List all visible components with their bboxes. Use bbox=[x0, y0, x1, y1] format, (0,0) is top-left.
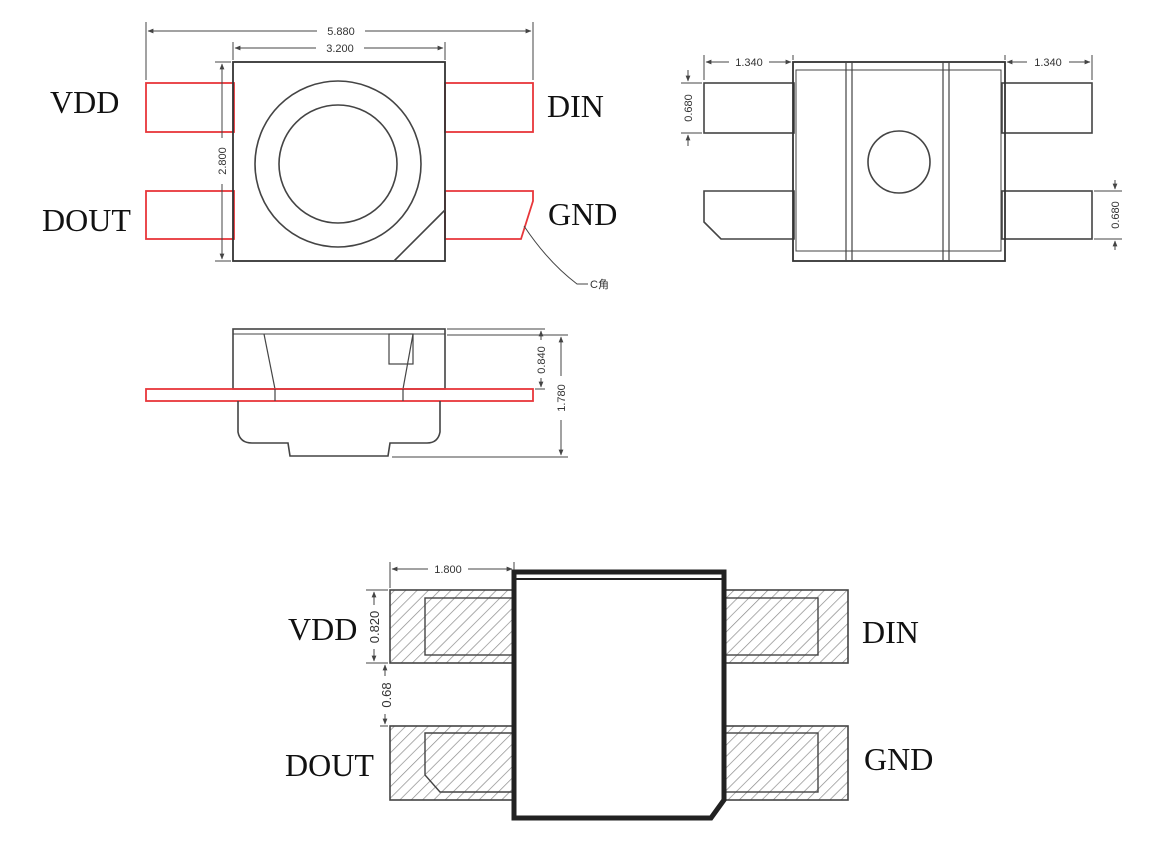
pad-vdd bbox=[389, 589, 517, 664]
label-dout-top: DOUT bbox=[42, 202, 131, 238]
dim-label-pin-width-bottom: 0.680 bbox=[1110, 201, 1122, 229]
lens-outer-ring bbox=[254, 80, 422, 248]
package-body-bottom-inner bbox=[795, 69, 1002, 252]
dim-label-total-length: 5.880 bbox=[327, 26, 355, 38]
package-body-top bbox=[232, 61, 446, 262]
footprint-view bbox=[389, 569, 849, 821]
pin-gnd bbox=[444, 190, 534, 240]
bottom-pin-bottom-right bbox=[1001, 190, 1093, 240]
dim-label-upper-thickness: 0.840 bbox=[536, 346, 548, 374]
pin-dout bbox=[145, 190, 235, 240]
bottom-pin-top-right bbox=[1001, 82, 1093, 134]
label-din-top: DIN bbox=[547, 88, 604, 124]
dim-upper-thickness bbox=[447, 328, 545, 390]
pin-vdd bbox=[145, 82, 235, 133]
dim-label-pad-length: 1.800 bbox=[434, 564, 462, 576]
label-gnd-top: GND bbox=[548, 196, 617, 232]
pin-din bbox=[444, 82, 534, 133]
pad-din bbox=[721, 589, 849, 664]
side-lead-frame bbox=[145, 388, 534, 402]
dim-label-body-width: 3.200 bbox=[326, 43, 354, 55]
lens-inner bbox=[278, 104, 398, 224]
dim-pin-width-bottom bbox=[1094, 180, 1122, 250]
dim-label-body-height: 2.800 bbox=[217, 147, 229, 175]
corner-leader bbox=[523, 225, 588, 285]
package-body-bottom bbox=[792, 61, 1006, 262]
dim-label-pin-extension-right: 1.340 bbox=[1034, 57, 1062, 69]
dim-label-total-height: 1.780 bbox=[556, 384, 568, 412]
pin1-corner-marker bbox=[393, 209, 446, 262]
bottom-pin-bottom-left bbox=[703, 190, 795, 240]
side-view bbox=[145, 328, 534, 457]
corner-note: C角 bbox=[590, 278, 609, 291]
top-view bbox=[145, 61, 588, 285]
footprint-body-outline bbox=[511, 569, 727, 821]
dim-label-pad-width: 0.820 bbox=[367, 611, 382, 644]
thermal-window bbox=[867, 130, 931, 194]
dim-pin-width-top bbox=[681, 70, 702, 146]
dim-label-pad-gap: 0.68 bbox=[379, 682, 394, 707]
bottom-pin-top-left bbox=[703, 82, 795, 134]
label-gnd-footprint: GND bbox=[864, 741, 933, 777]
label-vdd-top: VDD bbox=[50, 84, 119, 120]
dim-label-pin-width-top: 0.680 bbox=[683, 94, 695, 122]
label-din-footprint: DIN bbox=[862, 614, 919, 650]
bottom-view bbox=[703, 61, 1093, 262]
side-lower-body bbox=[237, 401, 441, 457]
dim-label-pin-extension-left: 1.340 bbox=[735, 57, 763, 69]
label-dout-footprint: DOUT bbox=[285, 747, 374, 783]
label-vdd-footprint: VDD bbox=[288, 611, 357, 647]
pad-gnd bbox=[721, 725, 849, 801]
pad-dout bbox=[389, 725, 517, 801]
